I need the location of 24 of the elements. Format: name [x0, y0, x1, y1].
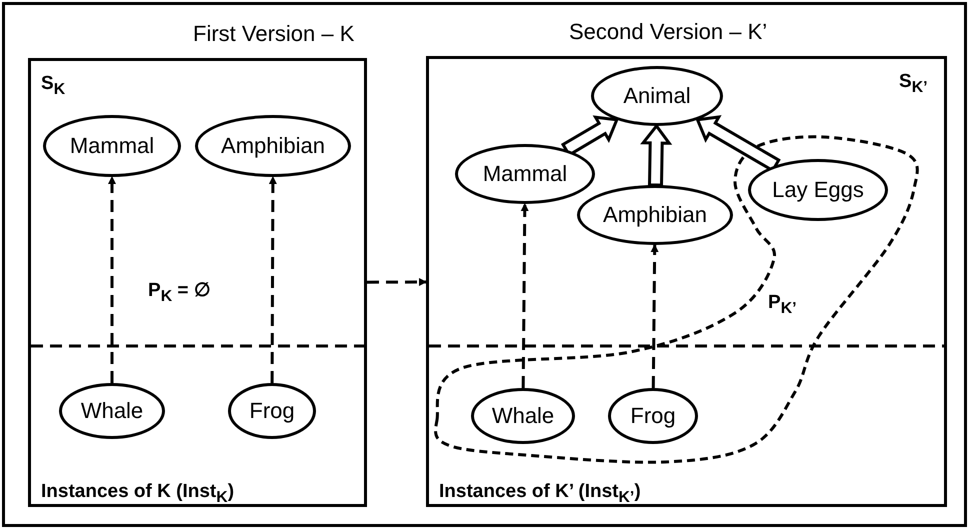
- set-label: P$_{K}$ = ∅: [148, 279, 211, 306]
- ellipse-node: Whale: [471, 388, 575, 444]
- dashed-arrow: [367, 278, 427, 286]
- panel-heading: Second Version – K’: [569, 19, 768, 45]
- ellipse-node: Frog: [608, 388, 698, 444]
- ellipse-node: Mammal: [455, 144, 595, 204]
- hollow-arrow: [640, 124, 672, 187]
- dashed-arrow: [520, 203, 529, 388]
- instances-label: Instances of K (Inst$_{K}$): [41, 481, 234, 507]
- ellipse-node: Lay Eggs: [748, 159, 888, 221]
- instances-label: Instances of K’ (Inst$_{K’}$): [439, 481, 641, 507]
- ellipse-node: Frog: [228, 383, 316, 439]
- ellipse-node: Amphibian: [195, 115, 351, 177]
- ellipse-node: Mammal: [43, 115, 181, 177]
- ellipse-node: Amphibian: [577, 185, 733, 245]
- set-label: P$_{K’}$: [768, 292, 797, 318]
- dashed-arrow: [108, 176, 116, 383]
- dashed-arrow: [650, 244, 659, 388]
- dashed-arrow: [268, 176, 277, 383]
- panel-heading: First Version – K: [193, 21, 354, 47]
- schema-label: S$_{K}$: [41, 73, 66, 99]
- schema-label: S$_{K’}$: [899, 71, 928, 97]
- ellipse-node: Animal: [591, 66, 723, 126]
- ellipse-node: Whale: [59, 383, 165, 439]
